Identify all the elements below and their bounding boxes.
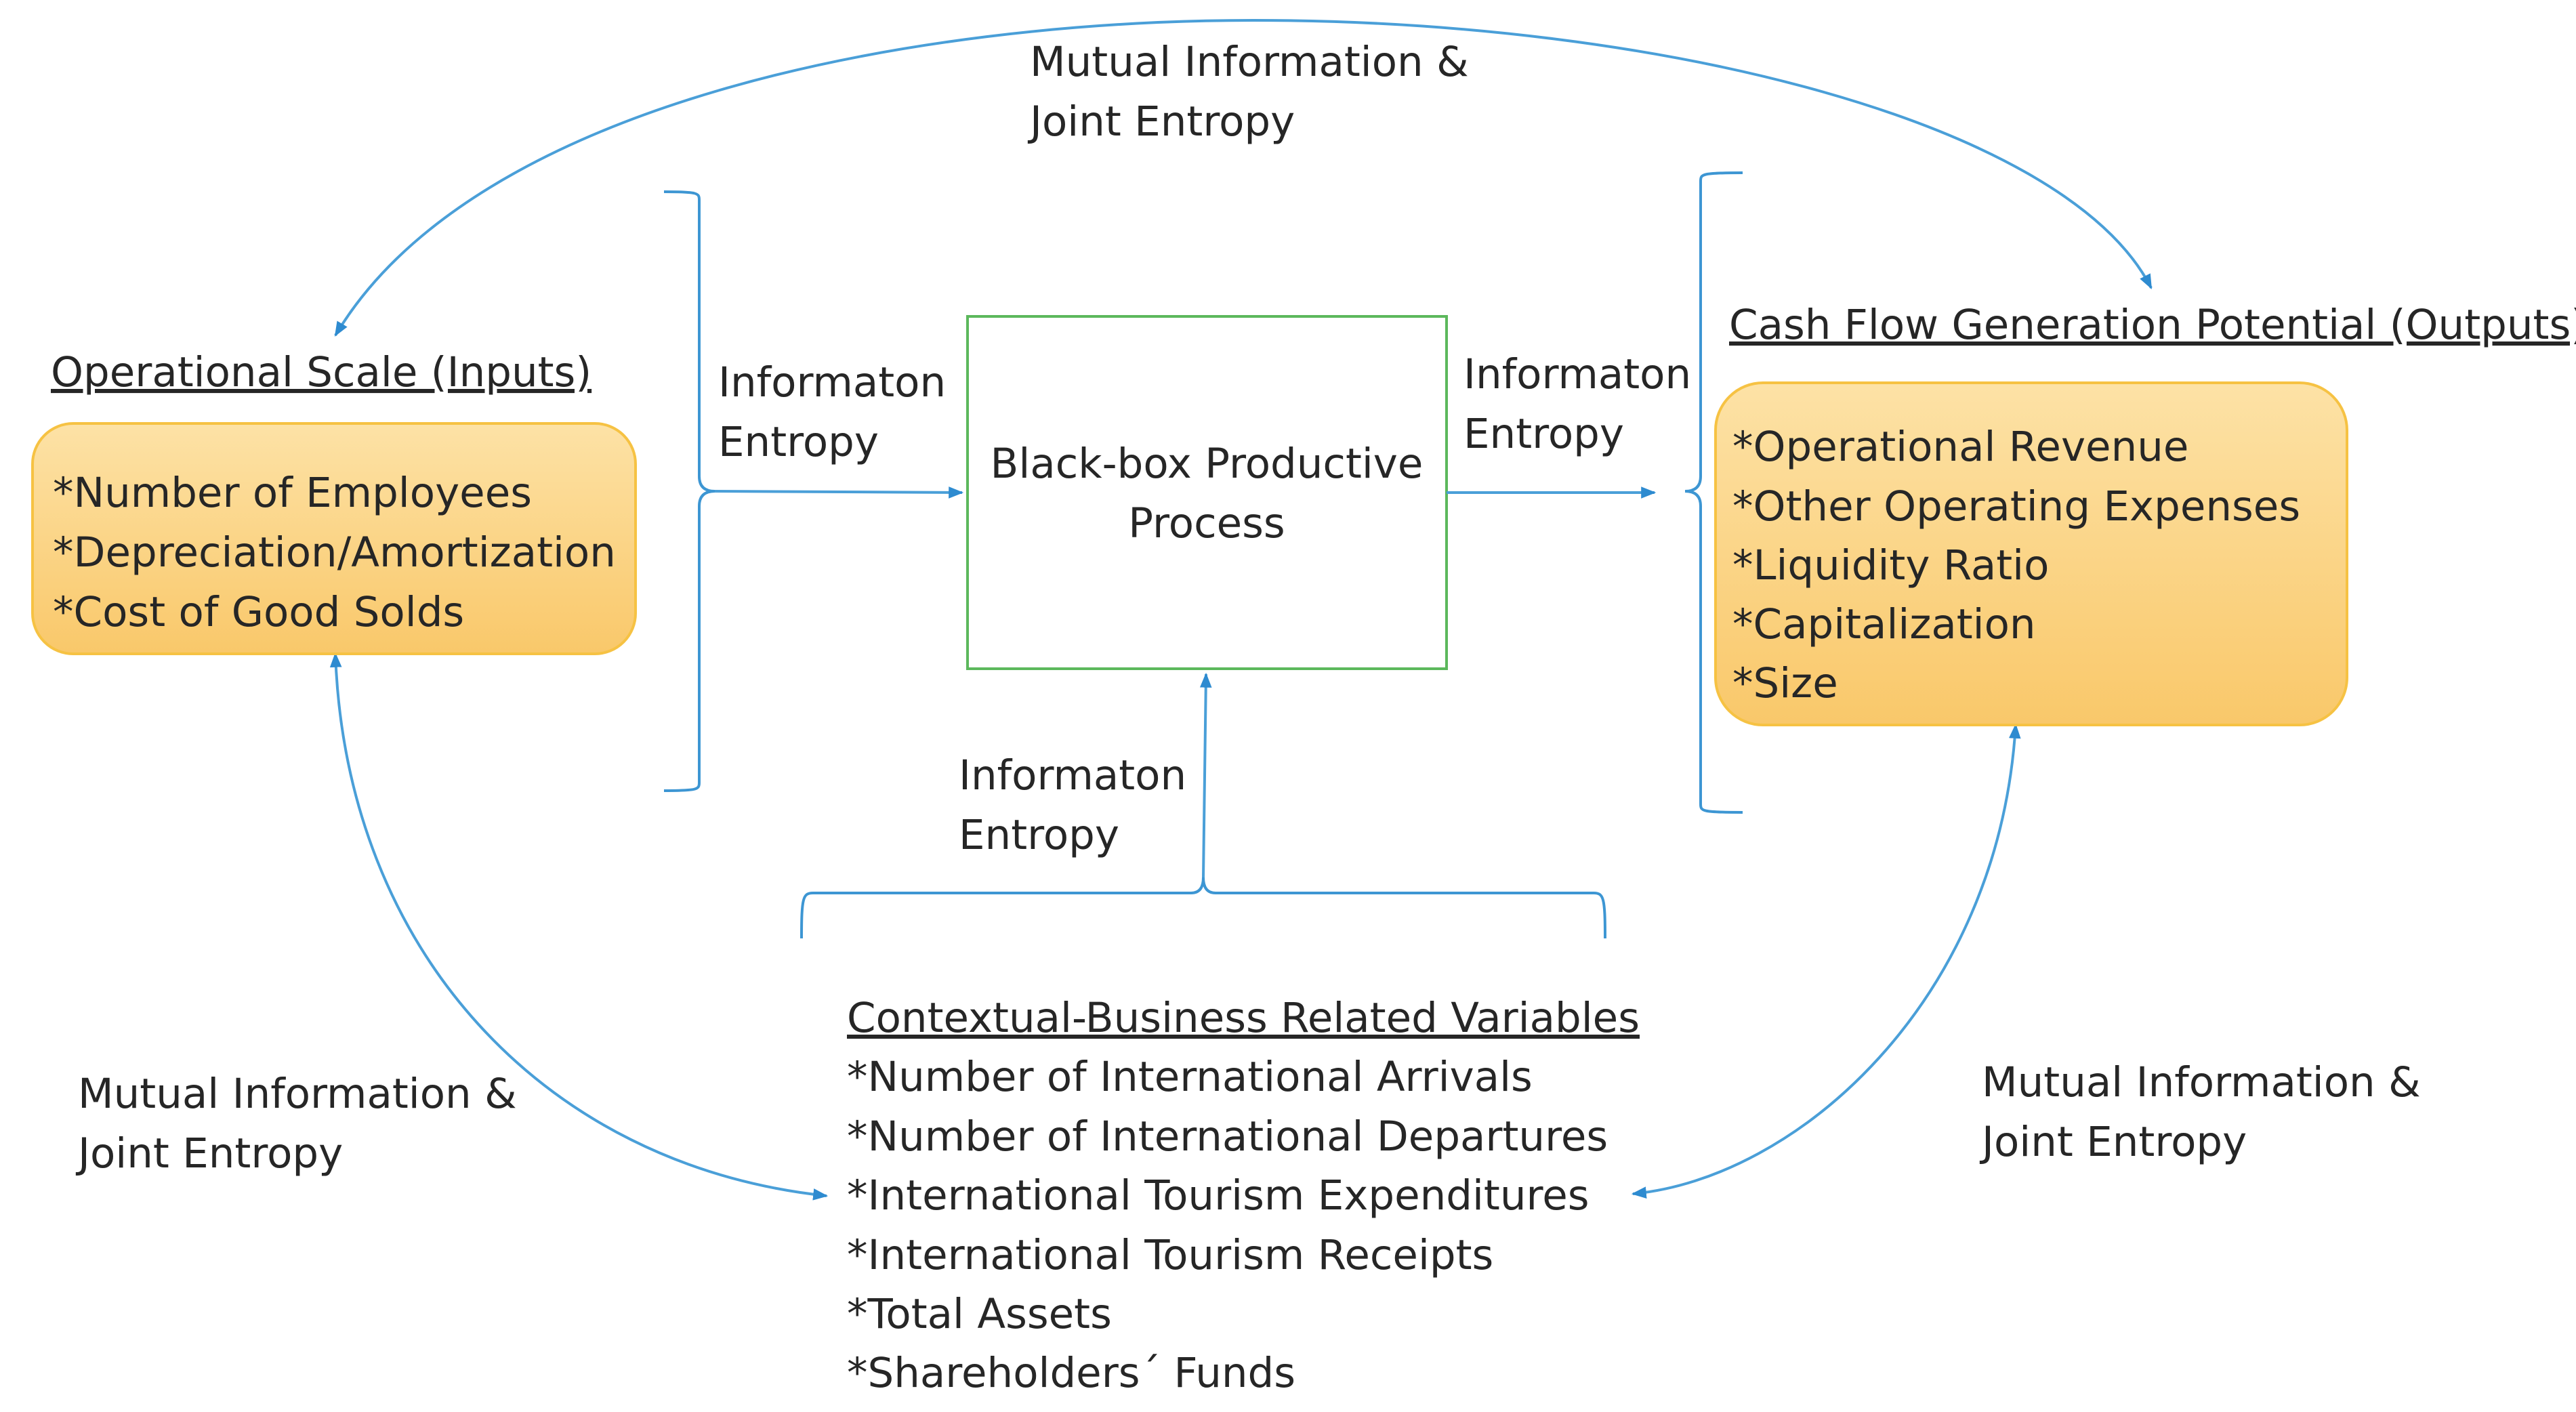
mutual-info-arc-right <box>1631 723 2021 1199</box>
outputs-item: *Size <box>1732 659 1838 707</box>
mutual-right-line2: Joint Entropy <box>1979 1118 2247 1166</box>
outputs-item: *Liquidity Ratio <box>1732 541 2049 589</box>
context-item: *International Tourism Expenditures <box>847 1171 1590 1220</box>
context-item: *International Tourism Receipts <box>847 1231 1493 1279</box>
context-item: *Number of International Arrivals <box>847 1053 1533 1101</box>
outputs-title: Cash Flow Generation Potential (Outputs) <box>1729 301 2576 349</box>
entropy-right-line1: Informaton <box>1463 350 1691 398</box>
inputs-item: *Number of Employees <box>53 469 532 517</box>
entropy-left-line1: Informaton <box>718 358 946 407</box>
process-label-line2: Process <box>1128 499 1285 547</box>
outputs-item: *Other Operating Expenses <box>1732 482 2300 531</box>
inputs-bracket <box>663 190 715 792</box>
mutual-right-line1: Mutual Information & <box>1982 1058 2421 1106</box>
context-title: Contextual-Business Related Variables <box>847 994 1640 1042</box>
context-item: *Shareholders´ Funds <box>847 1349 1295 1397</box>
outputs-bracket <box>1684 171 1743 814</box>
mutual-info-arc-left <box>329 652 829 1201</box>
mutual-info-arc-top <box>334 18 2153 337</box>
inputs-title: Operational Scale (Inputs) <box>51 348 591 396</box>
entropy-bottom-line2: Entropy <box>959 811 1119 859</box>
context-item: *Total Assets <box>847 1290 1112 1338</box>
mutual-left-line2: Joint Entropy <box>75 1129 343 1178</box>
entropy-right-line2: Entropy <box>1463 410 1624 458</box>
inputs-item: *Cost of Good Solds <box>53 588 464 636</box>
process-box <box>966 315 1448 670</box>
context-item: *Number of International Departures <box>847 1113 1608 1161</box>
context-arrow <box>1199 672 1212 878</box>
outputs-box <box>1714 381 2348 726</box>
process-label-line1: Black-box Productive <box>991 440 1424 488</box>
inputs-item: *Depreciation/Amortization <box>53 528 616 577</box>
outputs-item: *Operational Revenue <box>1732 423 2188 471</box>
inputs-arrow <box>714 486 964 499</box>
mutual-left-line1: Mutual Information & <box>78 1070 517 1118</box>
mutual-top-line2: Joint Entropy <box>1027 98 1295 146</box>
context-bracket <box>800 877 1606 939</box>
outputs-item: *Capitalization <box>1732 600 2036 648</box>
entropy-left-line2: Entropy <box>718 418 879 466</box>
mutual-top-line1: Mutual Information & <box>1030 38 1469 86</box>
entropy-bottom-line1: Informaton <box>959 751 1186 800</box>
inputs-box <box>31 422 637 655</box>
